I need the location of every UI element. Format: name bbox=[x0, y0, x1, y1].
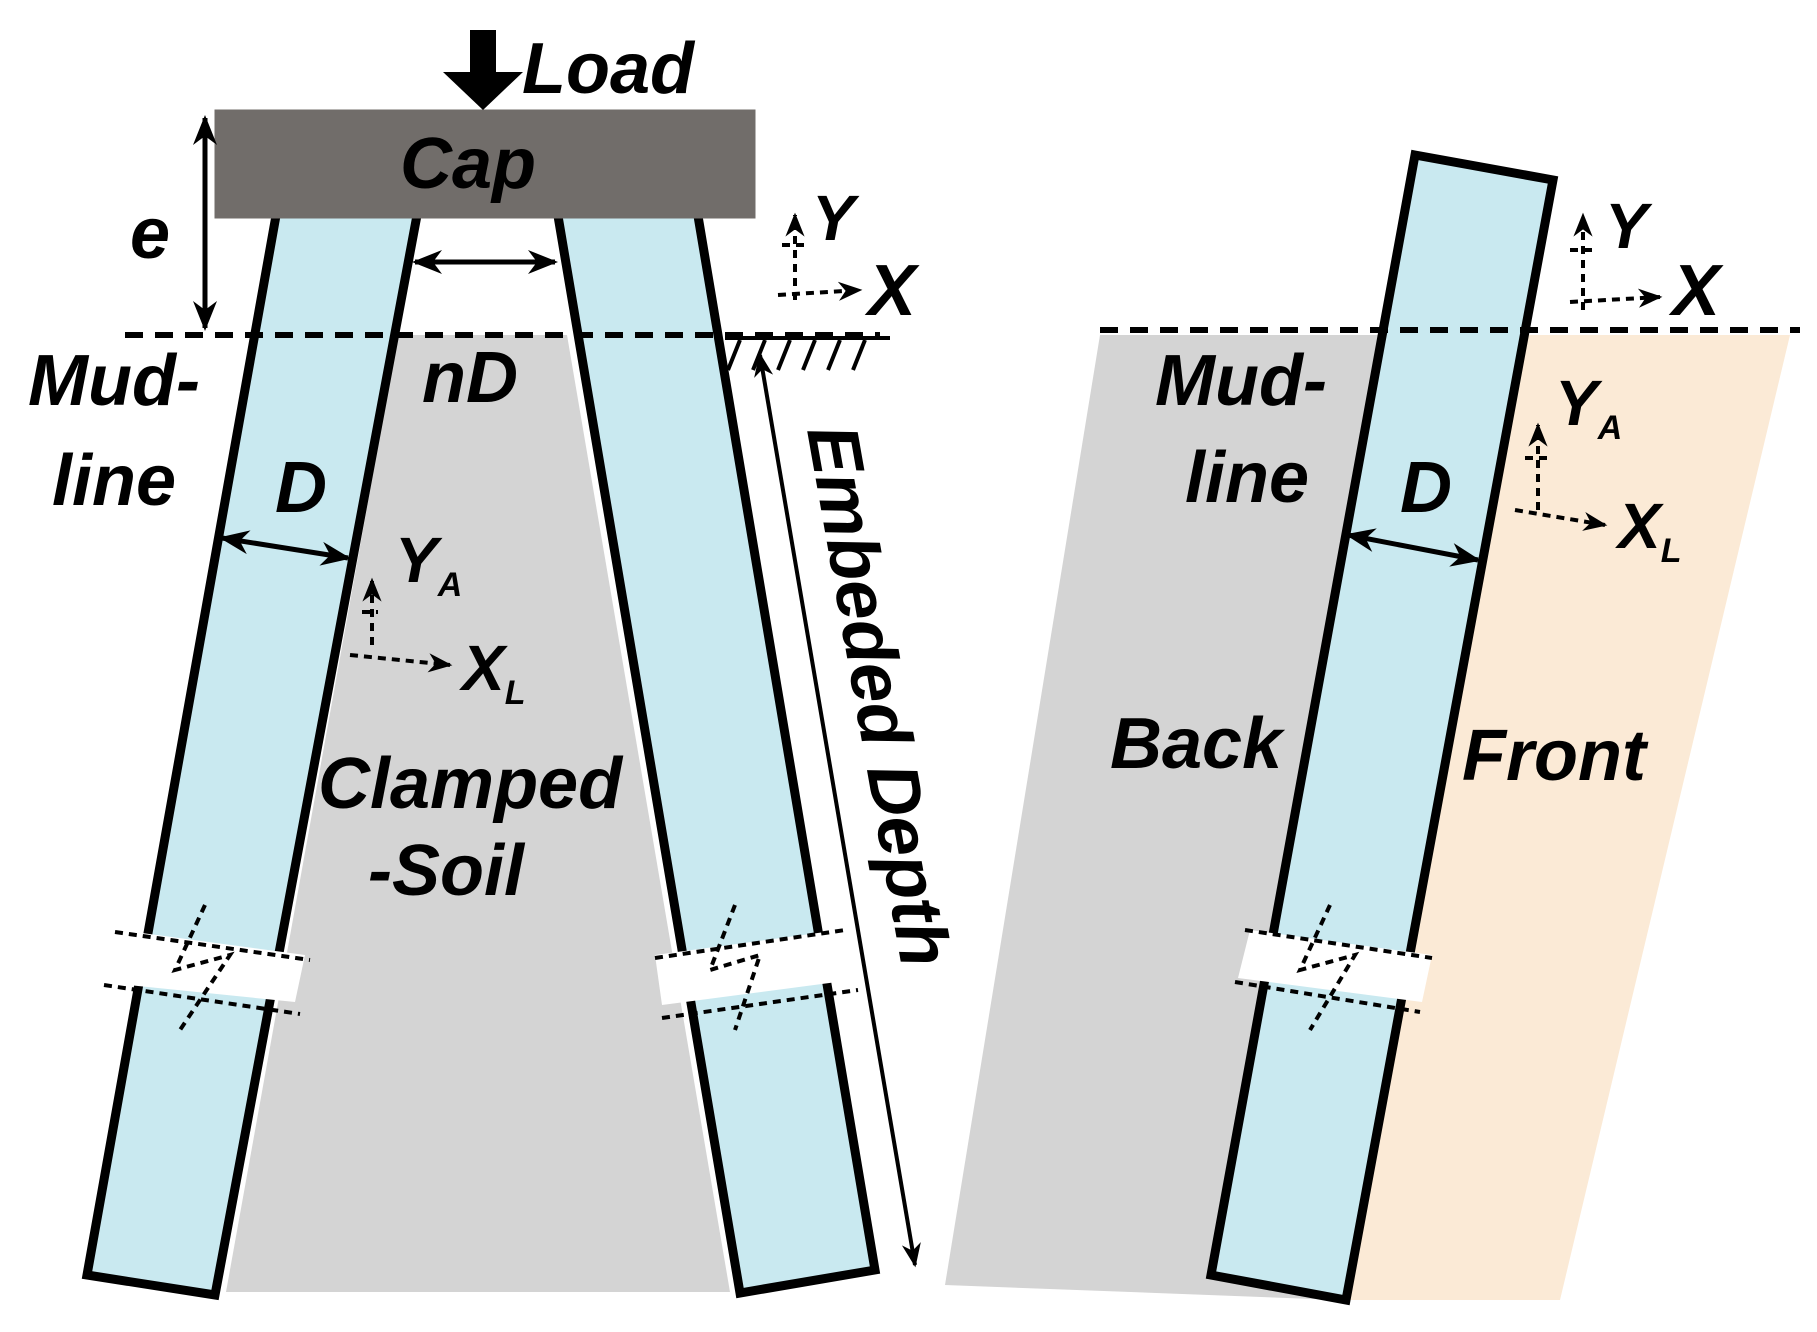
single-pile bbox=[1205, 149, 1559, 1306]
mudline-label-right-1: Mud- bbox=[1155, 341, 1327, 421]
diameter-label-left: D bbox=[275, 448, 327, 528]
front-soil-region bbox=[1340, 335, 1790, 1300]
spacing-label: nD bbox=[422, 338, 518, 418]
local-axes-left bbox=[349, 577, 453, 673]
mudline-label-left-2: line bbox=[52, 441, 176, 521]
clamped-soil-label-2: -Soil bbox=[368, 831, 526, 911]
global-y-label-right: Y bbox=[1605, 190, 1653, 262]
mudline-label-right-2: line bbox=[1185, 438, 1309, 518]
global-axes-left bbox=[777, 212, 863, 301]
clamped-soil-region bbox=[226, 335, 730, 1292]
eccentricity-label: e bbox=[130, 194, 170, 274]
local-y-label-left: YA bbox=[395, 524, 462, 604]
pile-break-left bbox=[108, 930, 305, 1002]
pile-break-single bbox=[1238, 930, 1432, 1002]
clamped-soil-label-1: Clamped bbox=[318, 744, 624, 824]
left-panel: Cap Load e nD Mud- line D bbox=[28, 29, 965, 1301]
global-axes-right bbox=[1569, 212, 1663, 310]
front-label: Front bbox=[1462, 716, 1649, 796]
pile-cap bbox=[214, 109, 756, 219]
mudline-label-left-1: Mud- bbox=[28, 341, 200, 421]
embedded-depth-dimension bbox=[754, 352, 921, 1268]
diameter-dimension-right bbox=[1345, 528, 1481, 567]
global-x-label-left: X bbox=[864, 251, 920, 331]
diameter-label-right: D bbox=[1400, 448, 1452, 528]
local-y-label-right: YA bbox=[1555, 367, 1622, 447]
seabed-hatch-left bbox=[725, 336, 890, 371]
diameter-dimension-left bbox=[219, 530, 351, 566]
local-x-label-left: XL bbox=[459, 632, 525, 712]
global-x-label-right: X bbox=[1668, 251, 1724, 331]
load-arrow bbox=[443, 30, 523, 110]
cap-label: Cap bbox=[400, 124, 536, 204]
global-y-label-left: Y bbox=[812, 182, 860, 254]
right-panel: Mud- line D Back Front Y X YA XL bbox=[945, 149, 1800, 1306]
local-axes-right bbox=[1514, 422, 1608, 531]
local-x-label-right: XL bbox=[1615, 490, 1681, 570]
load-label: Load bbox=[522, 29, 696, 109]
back-label: Back bbox=[1110, 704, 1286, 784]
